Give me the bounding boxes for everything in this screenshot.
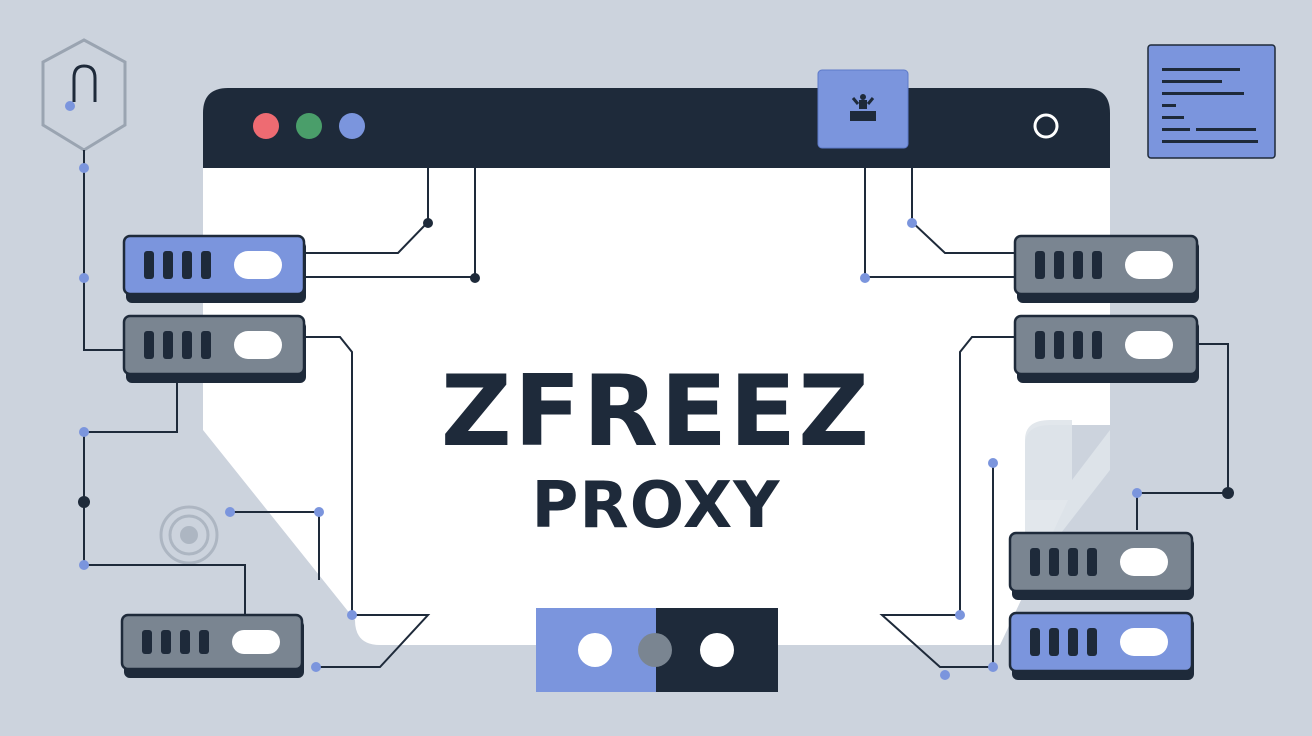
server-drive-slot xyxy=(144,331,154,359)
server-drive-slot xyxy=(1068,548,1078,576)
server-drive-slot xyxy=(1073,331,1083,359)
hero-title: ZFREEZ xyxy=(441,355,871,469)
server-drive-slot xyxy=(1087,628,1097,656)
server-drive-slot xyxy=(161,630,171,654)
lock-icon xyxy=(41,38,127,152)
server-drive-slot xyxy=(180,630,190,654)
server-unit xyxy=(1013,314,1199,383)
wire-joints xyxy=(78,163,1234,680)
server-unit xyxy=(122,314,306,383)
server-drive-slot xyxy=(1054,251,1064,279)
server-drive-slot xyxy=(201,251,211,279)
server-drive-slot xyxy=(201,331,211,359)
toggle-switch-icon[interactable] xyxy=(536,608,778,692)
server-drive-slot xyxy=(182,251,192,279)
hero-subtitle: PROXY xyxy=(532,469,781,543)
window-menu-icon[interactable] xyxy=(1033,113,1059,139)
server-unit xyxy=(1008,531,1194,600)
server-drive-slot xyxy=(182,331,192,359)
server-unit xyxy=(1013,234,1199,303)
server-drive-slot xyxy=(163,251,173,279)
server-drive-slot xyxy=(1035,331,1045,359)
server-drive-slot xyxy=(1049,628,1059,656)
server-drive-slot xyxy=(1030,548,1040,576)
server-unit xyxy=(1008,611,1194,680)
server-drive-slot xyxy=(1073,251,1083,279)
server-status-pill xyxy=(234,251,282,279)
server-status-pill xyxy=(1125,251,1173,279)
server-drive-slot xyxy=(163,331,173,359)
server-status-pill xyxy=(232,630,280,654)
browser-title-bar xyxy=(203,88,1110,168)
server-rack-group xyxy=(120,234,1199,680)
window-minimize-dot[interactable] xyxy=(296,113,322,139)
server-status-pill xyxy=(234,331,282,359)
server-drive-slot xyxy=(1030,628,1040,656)
browser-window-body xyxy=(203,165,1110,645)
server-drive-slot xyxy=(144,251,154,279)
chat-icon[interactable] xyxy=(817,69,909,149)
server-unit xyxy=(122,234,306,303)
server-status-pill xyxy=(1120,628,1168,656)
server-drive-slot xyxy=(199,630,209,654)
server-drive-slot xyxy=(1092,251,1102,279)
server-unit xyxy=(120,613,304,678)
server-drive-slot xyxy=(1049,548,1059,576)
window-maximize-dot[interactable] xyxy=(339,113,365,139)
server-drive-slot xyxy=(1068,628,1078,656)
server-drive-slot xyxy=(1092,331,1102,359)
server-drive-slot xyxy=(1035,251,1045,279)
document-icon xyxy=(1147,44,1276,159)
window-close-dot[interactable] xyxy=(253,113,279,139)
server-drive-slot xyxy=(1087,548,1097,576)
server-status-pill xyxy=(1125,331,1173,359)
server-drive-slot xyxy=(142,630,152,654)
server-drive-slot xyxy=(1054,331,1064,359)
target-icon xyxy=(159,505,219,565)
server-status-pill xyxy=(1120,548,1168,576)
window-fold xyxy=(1025,420,1110,560)
